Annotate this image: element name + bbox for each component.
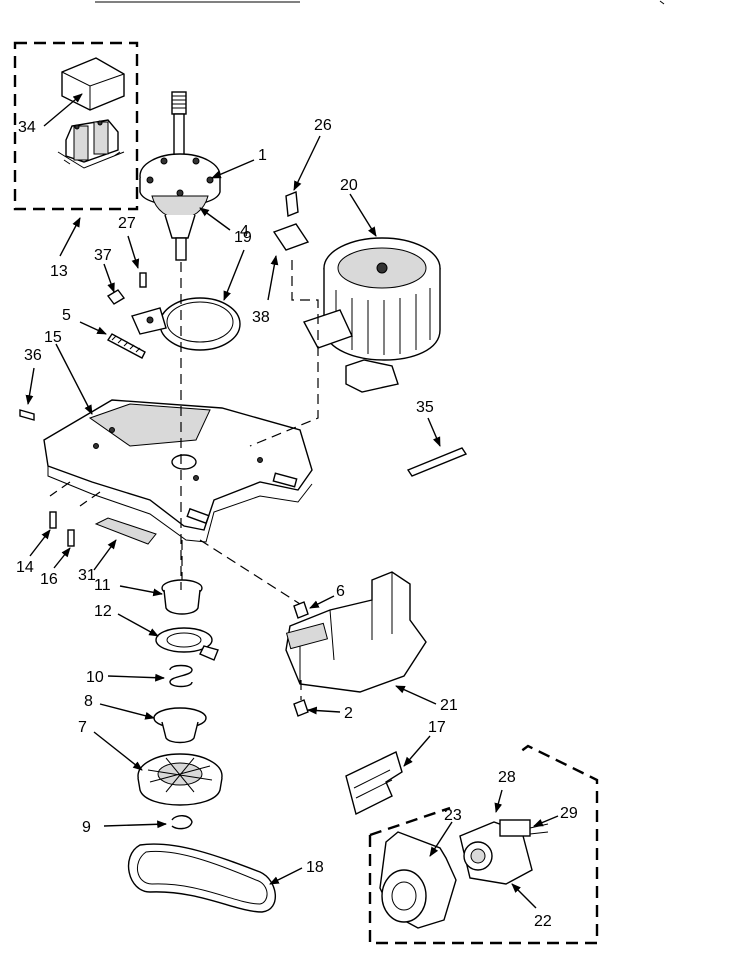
callout-9: 9 bbox=[82, 819, 91, 836]
callout-2: 2 bbox=[344, 705, 353, 722]
callout-12: 12 bbox=[94, 603, 112, 620]
callout-28: 28 bbox=[498, 769, 516, 786]
callout-15: 15 bbox=[44, 329, 62, 346]
pad bbox=[94, 517, 157, 545]
callout-36: 36 bbox=[24, 347, 42, 364]
screws bbox=[19, 409, 75, 547]
callout-22: 22 bbox=[534, 913, 552, 930]
motor-mount bbox=[285, 571, 427, 717]
leader-arrows bbox=[25, 93, 559, 909]
pump-and-timer bbox=[379, 819, 549, 929]
callout-6: 6 bbox=[336, 583, 345, 600]
label-plate bbox=[345, 751, 403, 816]
transmission-assembly bbox=[139, 91, 221, 261]
callout-13: 13 bbox=[50, 263, 68, 280]
callout-26: 26 bbox=[314, 117, 332, 134]
callout-21: 21 bbox=[440, 697, 458, 714]
motor-assembly bbox=[272, 191, 441, 393]
callout-11: 11 bbox=[94, 577, 111, 594]
transformer-assembly bbox=[57, 57, 125, 169]
pump-group-box bbox=[368, 744, 599, 945]
callout-19: 19 bbox=[234, 229, 252, 246]
callout-31: 31 bbox=[78, 567, 96, 584]
brake-band bbox=[131, 297, 241, 351]
wire-tie bbox=[406, 447, 468, 477]
callout-20: 20 bbox=[340, 177, 358, 194]
callout-labels: 34 13 1 19 4 27 37 5 15 36 14 16 31 11 1… bbox=[16, 117, 578, 930]
callout-16: 16 bbox=[40, 571, 58, 588]
alignment-lines bbox=[49, 260, 319, 700]
callout-10: 10 bbox=[86, 669, 104, 686]
transformer-group-box bbox=[13, 41, 139, 211]
callout-38: 38 bbox=[252, 309, 270, 326]
callout-5: 5 bbox=[62, 307, 71, 324]
callout-34: 34 bbox=[18, 119, 36, 136]
callout-8: 8 bbox=[84, 693, 93, 710]
top-edge-marks bbox=[95, 0, 665, 5]
lower-stack bbox=[137, 579, 223, 830]
callout-27: 27 bbox=[118, 215, 136, 232]
base-plate bbox=[43, 399, 313, 543]
drive-belt bbox=[127, 843, 277, 913]
callout-17: 17 bbox=[428, 719, 446, 736]
callout-23: 23 bbox=[444, 807, 462, 824]
callout-1: 1 bbox=[258, 147, 267, 164]
callout-4: 4 bbox=[240, 223, 249, 240]
callout-37: 37 bbox=[94, 247, 112, 264]
callout-14: 14 bbox=[16, 559, 34, 576]
callout-18: 18 bbox=[306, 859, 324, 876]
callout-35: 35 bbox=[416, 399, 434, 416]
callout-29: 29 bbox=[560, 805, 578, 822]
callout-7: 7 bbox=[78, 719, 87, 736]
